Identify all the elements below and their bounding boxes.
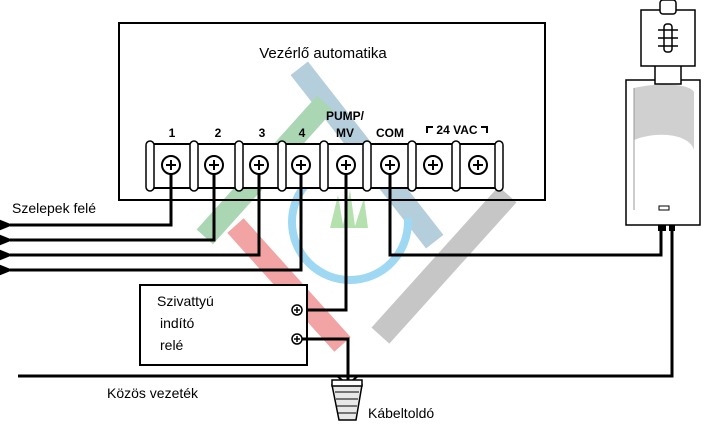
terminal-strip — [145, 140, 504, 192]
terminal-label-com: COM — [376, 126, 404, 140]
screw-pump-icon — [336, 155, 356, 175]
screw-3-icon — [249, 155, 269, 175]
pump-relay: Szivattyú indító relé — [139, 284, 308, 366]
relay-label-line1: Szivattyú — [157, 293, 214, 309]
terminal-screws — [161, 155, 488, 175]
transformer-icon — [625, 0, 701, 231]
screw-com-icon — [380, 155, 400, 175]
com-wire — [388, 174, 663, 257]
relay-common-wire — [302, 337, 350, 380]
vac-bracket — [426, 126, 488, 133]
screw-4-icon — [291, 155, 311, 175]
relay-screw-1-icon — [291, 304, 303, 316]
valves-label: Szelepek felé — [12, 200, 96, 216]
relay-screw-2-icon — [291, 333, 303, 345]
terminal-label-24vac: 24 VAC — [436, 123, 477, 137]
screw-2-icon — [204, 155, 224, 175]
screw-vac2-icon — [468, 155, 488, 175]
terminal-label-1: 1 — [169, 126, 176, 140]
pump-wire — [297, 174, 348, 312]
screw-1-icon — [161, 155, 181, 175]
controller-title: Vezérlő automatika — [259, 45, 387, 62]
terminal-label-mv: MV — [336, 126, 354, 140]
controller-box — [118, 22, 546, 201]
relay-label-line2: indító — [160, 315, 194, 331]
common-wire — [18, 225, 674, 378]
screw-vac1-icon — [423, 155, 443, 175]
terminal-label-pump: PUMP/ — [326, 109, 365, 123]
connector-label: Kábeltoldó — [368, 405, 434, 421]
wire-connector-icon — [331, 375, 363, 421]
valve-wires — [0, 174, 303, 282]
common-wire-label: Közös vezeték — [107, 385, 199, 401]
terminal-label-3: 3 — [259, 126, 266, 140]
relay-label-line3: relé — [160, 337, 184, 353]
terminal-label-4: 4 — [299, 126, 306, 140]
terminal-label-2: 2 — [215, 126, 222, 140]
